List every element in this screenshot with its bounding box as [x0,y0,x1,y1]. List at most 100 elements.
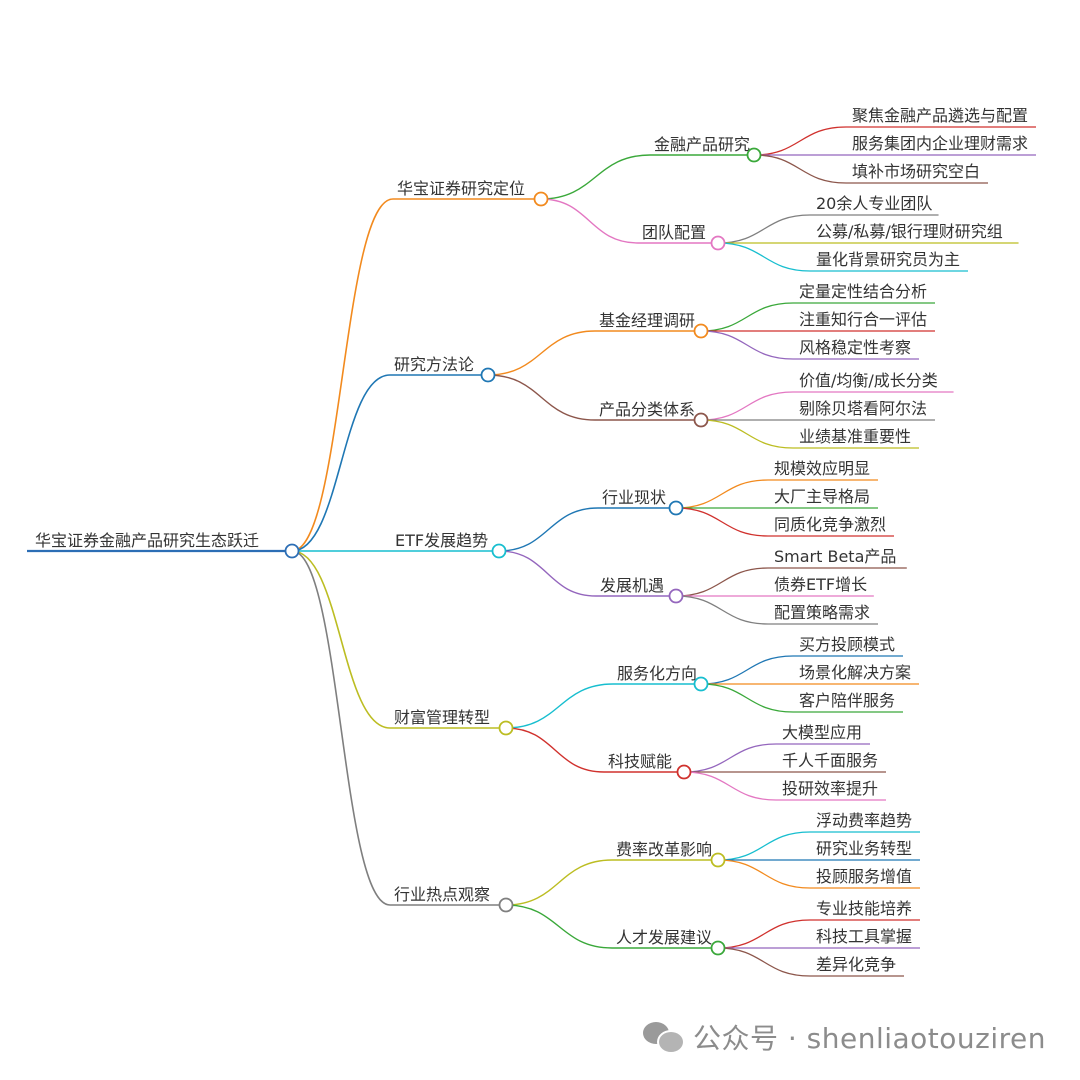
leaf-label: 注重知行合一评估 [799,310,927,329]
sub-branch-label: 人才发展建议 [616,928,712,947]
leaf-link [683,771,777,801]
branch-label: 研究方法论 [394,355,474,374]
sub-branch-node[interactable] [710,852,726,868]
sub-branch-link [487,374,596,421]
sub-branch-link [540,198,639,244]
root-node[interactable] [284,543,300,559]
watermark-text: 公众号 · shenliaotouziren [692,1022,1046,1055]
leaf-label: 买方投顾模式 [799,635,895,654]
branch-node[interactable] [491,543,507,559]
branch-label: ETF发展趋势 [395,531,488,550]
branch-node[interactable] [498,720,514,736]
sub-branch-link [498,550,597,597]
leaf-label: 风格稳定性考察 [799,338,911,357]
root-label: 华宝证券金融产品研究生态跃迁 [35,531,259,550]
leaf-link [700,683,794,713]
sub-branch-label: 金融产品研究 [654,135,750,154]
leaf-label: 20余人专业团队 [816,194,932,213]
sub-branch-label: 行业现状 [602,488,666,507]
leaf-label: 配置策略需求 [774,603,870,622]
leaf-link [717,859,811,889]
leaf-label: 量化背景研究员为主 [816,250,960,269]
leaf-label: Smart Beta产品 [774,547,896,566]
leaf-label: 填补市场研究空白 [852,162,980,181]
leaf-link [717,831,811,861]
leaf-label: 大模型应用 [782,723,862,742]
leaf-label: 服务集团内企业理财需求 [852,134,1028,153]
sub-branch-label: 基金经理调研 [599,311,695,330]
leaf-label: 剔除贝塔看阿尔法 [799,399,927,418]
leaf-link [700,391,794,421]
leaf-label: 千人千面服务 [782,751,878,770]
sub-branch-link [505,904,613,949]
leaf-label: 业绩基准重要性 [799,427,911,446]
leaf-label: 投顾服务增值 [816,867,912,886]
leaf-link [700,419,794,449]
leaf-link [753,126,847,156]
sub-branch-link [540,154,651,200]
leaf-link [717,214,811,244]
branch-node[interactable] [533,191,549,207]
leaf-label: 公募/私募/银行理财研究组 [816,222,1003,241]
leaf-link [675,567,769,597]
branch-label: 财富管理转型 [394,708,490,727]
sub-branch-label: 团队配置 [642,223,706,242]
leaf-label: 投研效率提升 [782,779,878,798]
sub-branch-link [505,683,614,729]
leaf-link [700,655,794,685]
leaf-label: 专业技能培养 [816,899,912,918]
leaf-label: 定量定性结合分析 [799,282,927,301]
sub-branch-link [498,507,599,552]
sub-branch-node[interactable] [693,412,709,428]
leaf-link [683,743,777,773]
leaf-label: 同质化竞争激烈 [774,515,886,534]
branch-label: 行业热点观察 [394,885,490,904]
sub-branch-label: 服务化方向 [617,664,697,683]
sub-branch-node[interactable] [710,235,726,251]
leaf-link [700,302,794,332]
leaf-label: 差异化竞争 [816,955,896,974]
leaf-label: 客户陪伴服务 [799,691,895,710]
leaf-link [675,595,769,625]
sub-branch-label: 产品分类体系 [599,400,695,419]
branch-link [291,198,394,552]
sub-branch-link [505,727,605,773]
sub-branch-label: 发展机遇 [600,576,664,595]
leaf-link [700,330,794,360]
leaf-link [717,919,811,949]
leaf-label: 价值/均衡/成长分类 [799,371,938,390]
branch-node[interactable] [498,897,514,913]
leaf-label: 大厂主导格局 [774,487,870,506]
branch-link [291,550,391,729]
sub-branch-label: 费率改革影响 [616,840,712,859]
sub-branch-node[interactable] [746,147,762,163]
leaf-link [753,154,847,184]
leaf-label: 浮动费率趋势 [816,811,912,830]
leaf-link [675,479,769,509]
sub-branch-node[interactable] [676,764,692,780]
sub-branch-node[interactable] [668,588,684,604]
leaf-link [675,507,769,537]
branch-link [291,374,391,552]
sub-branch-node[interactable] [710,940,726,956]
branch-node[interactable] [480,367,496,383]
sub-branch-node[interactable] [693,676,709,692]
leaf-label: 场景化解决方案 [799,663,911,682]
sub-branch-link [487,330,596,376]
sub-branch-node[interactable] [668,500,684,516]
leaf-link [717,947,811,977]
sub-branch-link [505,859,613,906]
sub-branch-label: 科技赋能 [608,752,672,771]
leaf-label: 聚焦金融产品遴选与配置 [852,106,1028,125]
watermark: 公众号 · shenliaotouziren [642,1017,1046,1057]
leaf-label: 规模效应明显 [774,459,870,478]
leaf-label: 科技工具掌握 [816,927,912,946]
wechat-icon [642,1020,685,1054]
branch-link [291,550,391,906]
leaf-label: 研究业务转型 [816,839,912,858]
branch-label: 华宝证券研究定位 [397,179,525,198]
leaf-link [717,242,811,272]
leaf-label: 债券ETF增长 [774,575,867,594]
sub-branch-node[interactable] [693,323,709,339]
